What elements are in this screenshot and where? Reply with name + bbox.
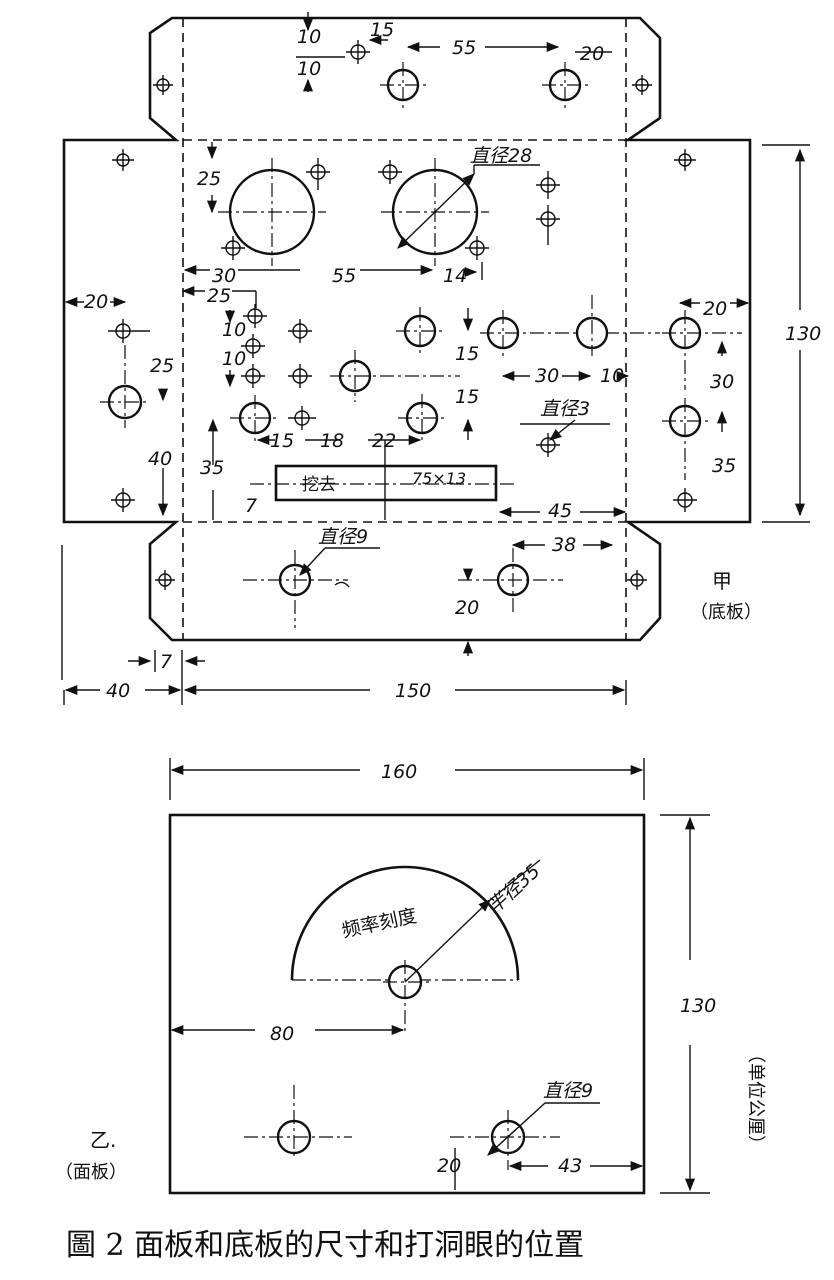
fold-lines (182, 18, 627, 640)
dial-scale-label: 频率刻度 (340, 905, 419, 942)
label-dia3: 直径3 (540, 398, 590, 420)
chassis-dimension-lines (63, 12, 810, 705)
dim-b20: 20 (455, 597, 479, 619)
dim-r35: 35 (712, 455, 736, 477)
dim-s15a: 15 (270, 430, 294, 452)
dim-w150: 150 (395, 680, 431, 702)
label-dia9-panel: 直径9 (543, 1080, 593, 1102)
dim-r30: 30 (710, 371, 734, 393)
panel-dimension-lines (169, 758, 710, 1194)
dim-w40: 40 (106, 680, 130, 702)
unit-label: （单位公厘） (745, 1045, 766, 1153)
hole-top-right (542, 62, 588, 108)
dim-s22: 22 (372, 430, 396, 452)
label-radius: 半径35 (484, 860, 545, 918)
dial-arc (290, 865, 520, 981)
dim-panel-43: 43 (558, 1155, 582, 1177)
dim-m7: 7 (245, 495, 257, 517)
dim-panel-20: 20 (437, 1155, 461, 1177)
dim-m10a: 10 (222, 319, 246, 341)
dim-25-left: 25 (197, 168, 221, 190)
panel-drawing: 160 130 80 20 43 频率刻度 半径35 直径9 乙. （面板） （… (55, 545, 766, 1195)
chassis-sublabel: （底板） (690, 602, 762, 623)
dim-left-20: 20 (84, 291, 108, 313)
dim-c15a: 15 (455, 343, 479, 365)
panel-hole-left (244, 1085, 352, 1160)
dim-panel-80: 80 (270, 1023, 294, 1045)
dim-top-10a: 10 (297, 26, 321, 48)
label-cutout: 挖去 (302, 475, 336, 495)
chassis-dimension-texts: 10 10 15 55 20 直径28 25 30 55 14 20 25 10… (84, 19, 821, 702)
dim-c30: 30 (535, 365, 559, 387)
label-cutout-size: 75×13 (412, 469, 466, 488)
panel-hole-right (450, 1102, 600, 1170)
cutout-slot (274, 464, 498, 502)
dim-c15b: 15 (455, 386, 479, 408)
dim-top-55: 55 (452, 37, 476, 59)
tube-socket-left (218, 158, 326, 266)
dim-c10: 10 (600, 365, 624, 387)
chassis-label: 甲 (712, 569, 732, 593)
dim-left-40: 40 (148, 448, 172, 470)
dim-panel-height: 130 (680, 995, 716, 1017)
panel-label: 乙. (90, 1128, 116, 1152)
tube-socket-right (381, 158, 540, 266)
panel-outline (168, 813, 646, 1195)
dim-m10b: 10 (222, 348, 246, 370)
dim-r130: 130 (785, 323, 821, 345)
dim-top-20: 20 (580, 43, 604, 65)
chassis-drawing: 10 10 15 55 20 直径28 25 30 55 14 20 25 10… (62, 12, 821, 705)
dim-top-15: 15 (370, 19, 394, 41)
dim-panel-width: 160 (381, 761, 417, 783)
dim-top-10b: 10 (297, 58, 321, 80)
dim-55: 55 (332, 265, 356, 287)
small-holes (108, 40, 697, 590)
dim-30: 30 (212, 265, 236, 287)
dim-left-25: 25 (150, 355, 174, 377)
panel-sublabel: （面板） (55, 1162, 127, 1183)
dim-b38: 38 (552, 534, 576, 556)
dim-14: 14 (443, 265, 467, 287)
label-dia9-chassis: 直径9 (318, 526, 368, 548)
hole-top-center (380, 62, 426, 108)
dim-r20: 20 (703, 298, 727, 320)
dim-b45: 45 (548, 500, 572, 522)
figure-caption: 圖 2 面板和底板的尺寸和打洞眼的位置 (66, 1228, 584, 1263)
chassis-outline (62, 16, 752, 642)
medium-holes (100, 62, 742, 628)
label-dia28: 直径28 (470, 145, 532, 167)
dim-m25: 25 (207, 285, 231, 307)
dim-w7: 7 (160, 651, 172, 673)
dial-center-hole (383, 859, 541, 1035)
dim-m35: 35 (200, 457, 224, 479)
dim-s18: 18 (320, 430, 344, 452)
